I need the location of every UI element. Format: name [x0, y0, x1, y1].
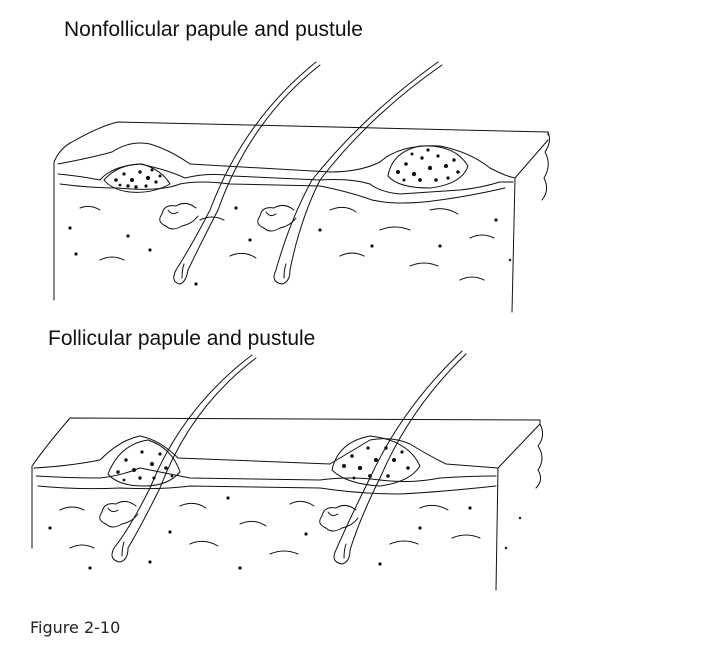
skin-block-outline — [53, 121, 550, 313]
follicular-skin-diagram — [31, 350, 544, 591]
panel-title-nonfollicular: Nonfollicular papule and pustule — [64, 18, 363, 41]
follicular-papule — [107, 439, 181, 487]
dermis-dots — [68, 206, 512, 286]
hair-shaft-right — [333, 350, 467, 565]
nonfollicular-skin-diagram — [53, 61, 550, 313]
pustule-lesion — [387, 145, 469, 189]
dermis-dots — [48, 496, 522, 570]
follicular-pustule — [331, 435, 421, 487]
figure-caption: Figure 2-10 — [30, 618, 121, 637]
dermis-texture — [79, 205, 495, 281]
papule-lesion — [103, 163, 171, 193]
hair-shaft-right — [273, 61, 443, 285]
sebaceous-gland-left — [99, 500, 139, 528]
hair-shaft-left — [111, 354, 257, 563]
sebaceous-gland-left — [159, 202, 199, 230]
dermis-texture — [59, 500, 481, 555]
skin-block-outline — [31, 417, 544, 591]
hair-shaft-left — [173, 61, 321, 285]
sebaceous-gland-right — [319, 504, 359, 532]
sebaceous-gland-right — [257, 204, 297, 232]
panel-title-follicular: Follicular papule and pustule — [48, 327, 316, 350]
